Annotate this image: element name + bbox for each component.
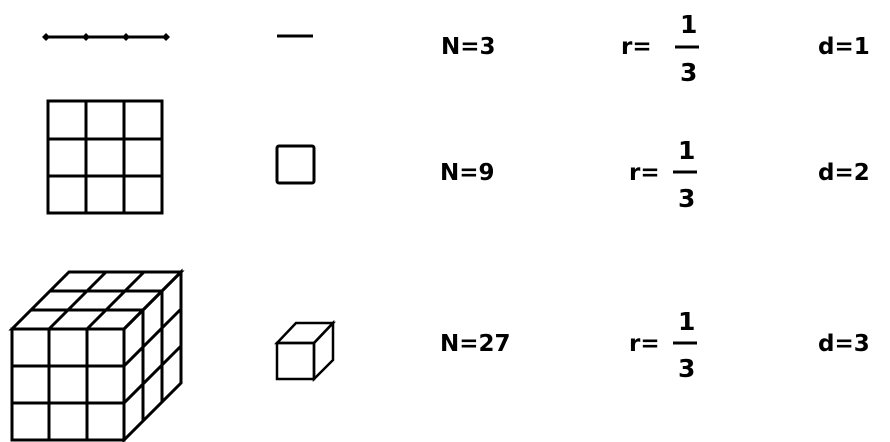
n-value-2: N=9 xyxy=(440,160,495,186)
n-value-3: N=27 xyxy=(440,331,511,357)
ratio-denominator-1: 3 xyxy=(680,58,697,87)
unit-cube xyxy=(274,319,336,383)
ratio-prefix-3: r= xyxy=(629,331,660,357)
d-value-3: d=3 xyxy=(818,331,870,357)
n-value-1: N=3 xyxy=(441,34,496,60)
ratio-3: r= 1 3 xyxy=(629,307,697,383)
row-1: N=3 r= 1 3 d=1 xyxy=(42,10,870,87)
d-value-2: d=2 xyxy=(818,160,870,186)
ratio-denominator-3: 3 xyxy=(678,354,695,383)
ratio-numerator-1: 1 xyxy=(680,10,697,39)
ratio-numerator-3: 1 xyxy=(678,307,695,336)
ratio-prefix-2: r= xyxy=(629,160,660,186)
row-3: N=27 r= 1 3 d=3 xyxy=(8,268,870,442)
ratio-2: r= 1 3 xyxy=(629,136,697,213)
divided-cube-grid xyxy=(8,268,185,442)
d-value-1: d=1 xyxy=(818,34,870,60)
ratio-denominator-2: 3 xyxy=(678,184,695,213)
ratio-1: r= 1 3 xyxy=(621,10,699,87)
row-2: N=9 r= 1 3 d=2 xyxy=(46,99,870,215)
ratio-prefix-1: r= xyxy=(621,34,652,60)
ratio-numerator-2: 1 xyxy=(678,136,695,165)
divided-square-grid xyxy=(46,99,164,215)
unit-square xyxy=(275,144,316,185)
divided-segment xyxy=(42,33,170,41)
